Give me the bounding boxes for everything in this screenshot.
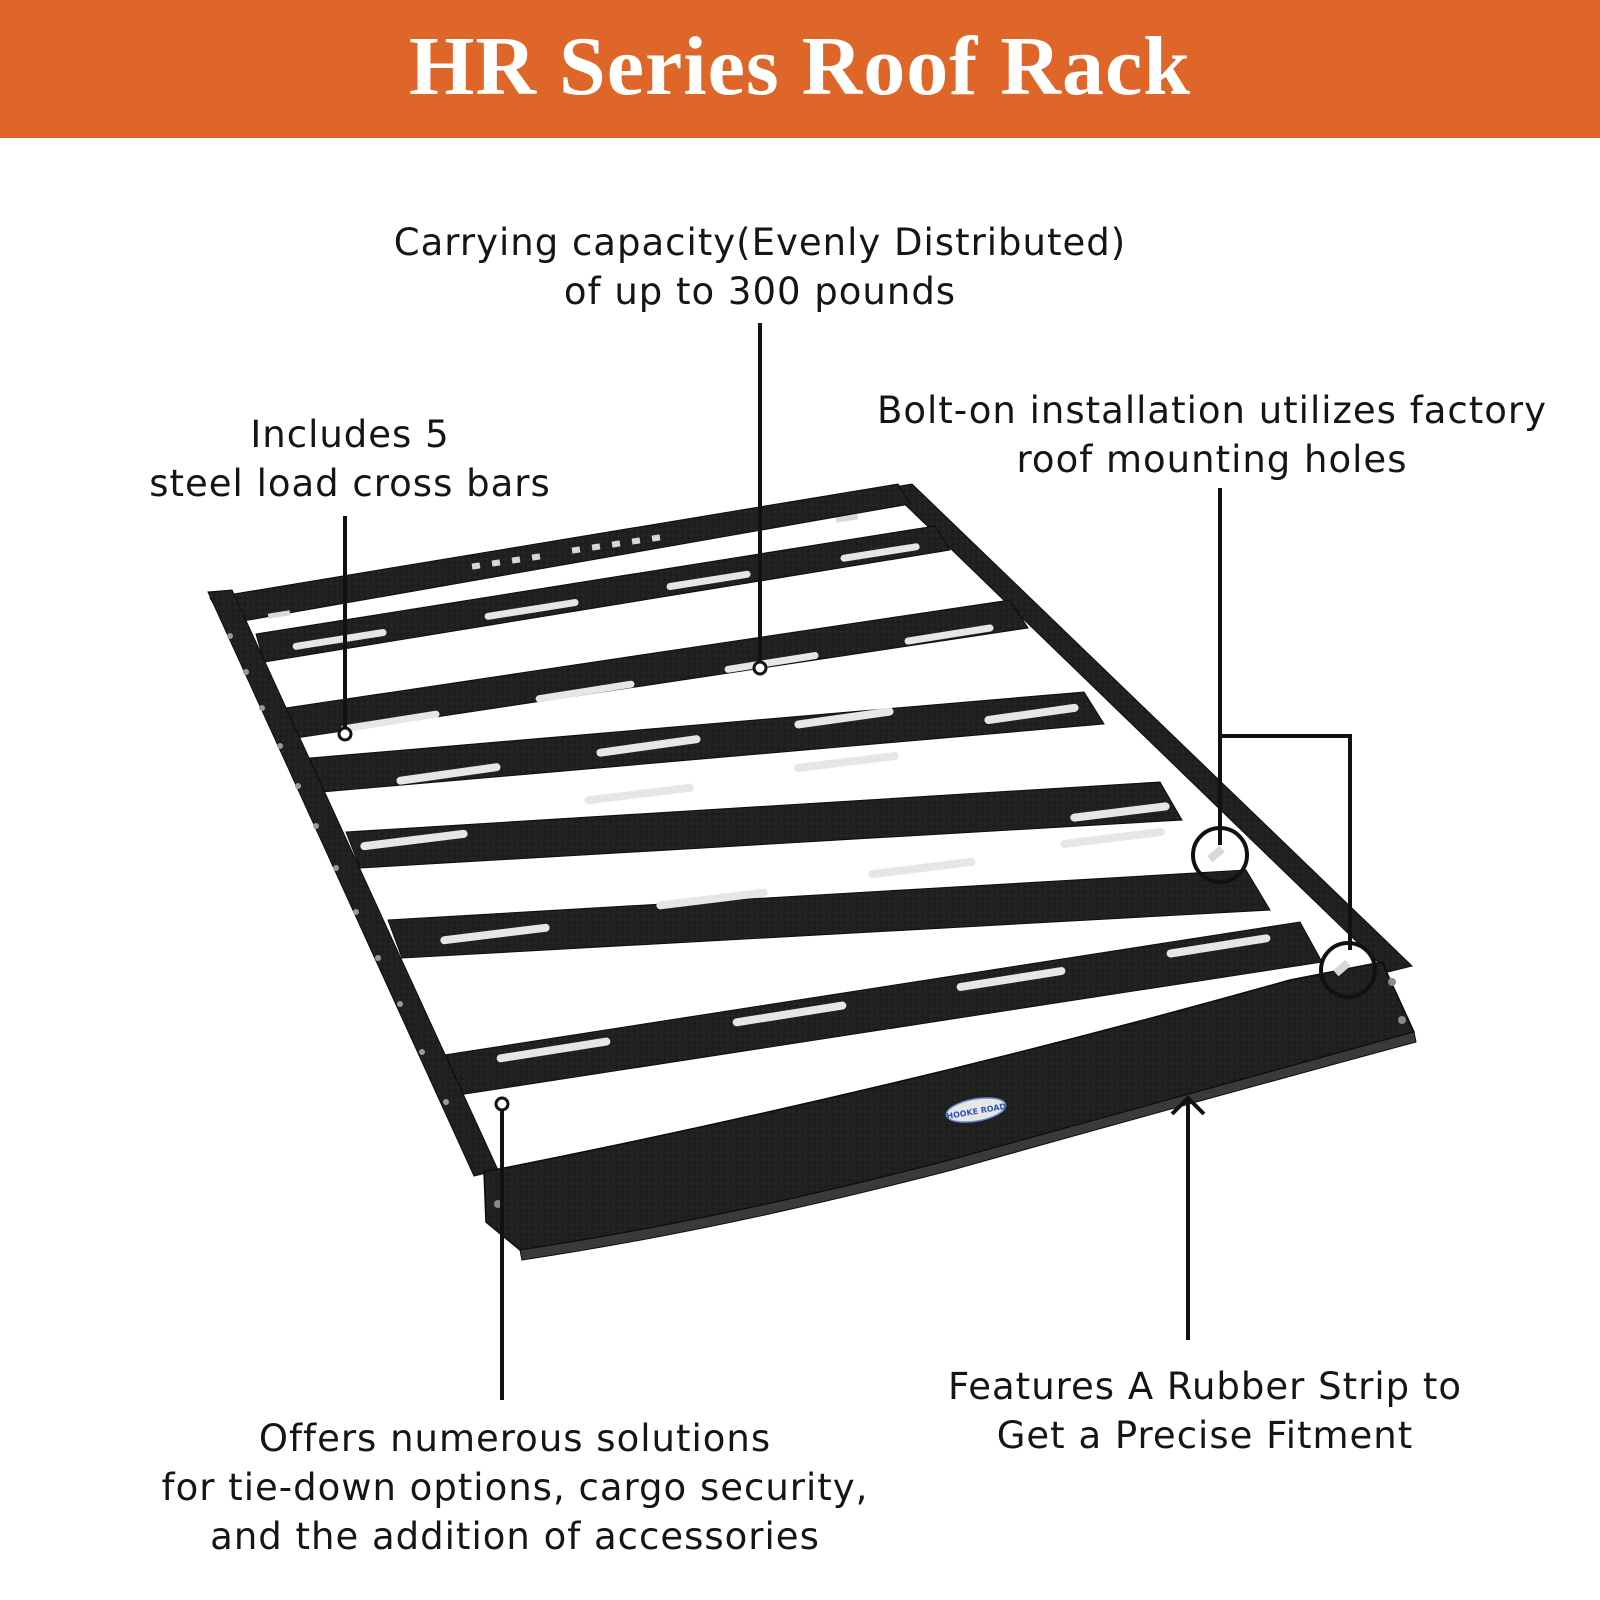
installation-callout-line-2: roof mounting holes: [1016, 438, 1408, 481]
page-title: HR Series Roof Rack: [409, 19, 1191, 113]
capacity-callout: Carrying capacity(Evenly Distributed) of…: [330, 218, 1190, 316]
capacity-callout-line-1: Carrying capacity(Evenly Distributed): [393, 221, 1127, 264]
crossbars-callout-line-2: steel load cross bars: [149, 462, 551, 505]
crossbars-callout-line-1: Includes 5: [250, 413, 450, 456]
capacity-marker-dot: [752, 660, 768, 676]
leader-markers: [337, 660, 1377, 1112]
left-side-rail: [207, 589, 499, 1177]
installation-callout-line-1: Bolt-on installation utilizes factory: [876, 389, 1548, 432]
cross-bar-4: [345, 752, 1183, 869]
roof-rack-image: HOOKE ROAD: [207, 483, 1417, 1261]
installation-leader-line-b: [1220, 734, 1352, 950]
rubber-strip-arrowhead: [1170, 1095, 1206, 1116]
solutions-marker-dot: [494, 1096, 510, 1112]
rubber-strip-callout: Features A Rubber Strip to Get a Precise…: [900, 1362, 1510, 1460]
capacity-callout-line-2: of up to 300 pounds: [563, 270, 957, 313]
brand-badge: HOOKE ROAD: [945, 1097, 1007, 1123]
title-banner: HR Series Roof Rack: [0, 0, 1600, 138]
rubber-strip-callout-line-2: Get a Precise Fitment: [996, 1414, 1414, 1457]
solutions-callout-line-2: for tie-down options, cargo security,: [161, 1466, 869, 1509]
crossbars-marker-dot: [337, 726, 353, 742]
rubber-strip: [519, 1031, 1417, 1261]
solutions-callout-line-3: and the addition of accessories: [210, 1515, 820, 1558]
rubber-strip-callout-line-1: Features A Rubber Strip to: [947, 1365, 1462, 1408]
solutions-callout-line-1: Offers numerous solutions: [258, 1417, 772, 1460]
leader-lines: [343, 323, 1352, 1400]
cross-bar-1: [255, 525, 951, 663]
mounting-hole-ring-2: [1319, 941, 1377, 999]
solutions-callout: Offers numerous solutions for tie-down o…: [110, 1414, 920, 1561]
cross-bar-6: [437, 921, 1323, 1097]
crossbars-callout: Includes 5 steel load cross bars: [100, 410, 600, 508]
installation-callout: Bolt-on installation utilizes factory ro…: [842, 386, 1582, 484]
mounting-hole-ring-1: [1191, 826, 1249, 884]
cross-bar-5: [387, 828, 1271, 959]
